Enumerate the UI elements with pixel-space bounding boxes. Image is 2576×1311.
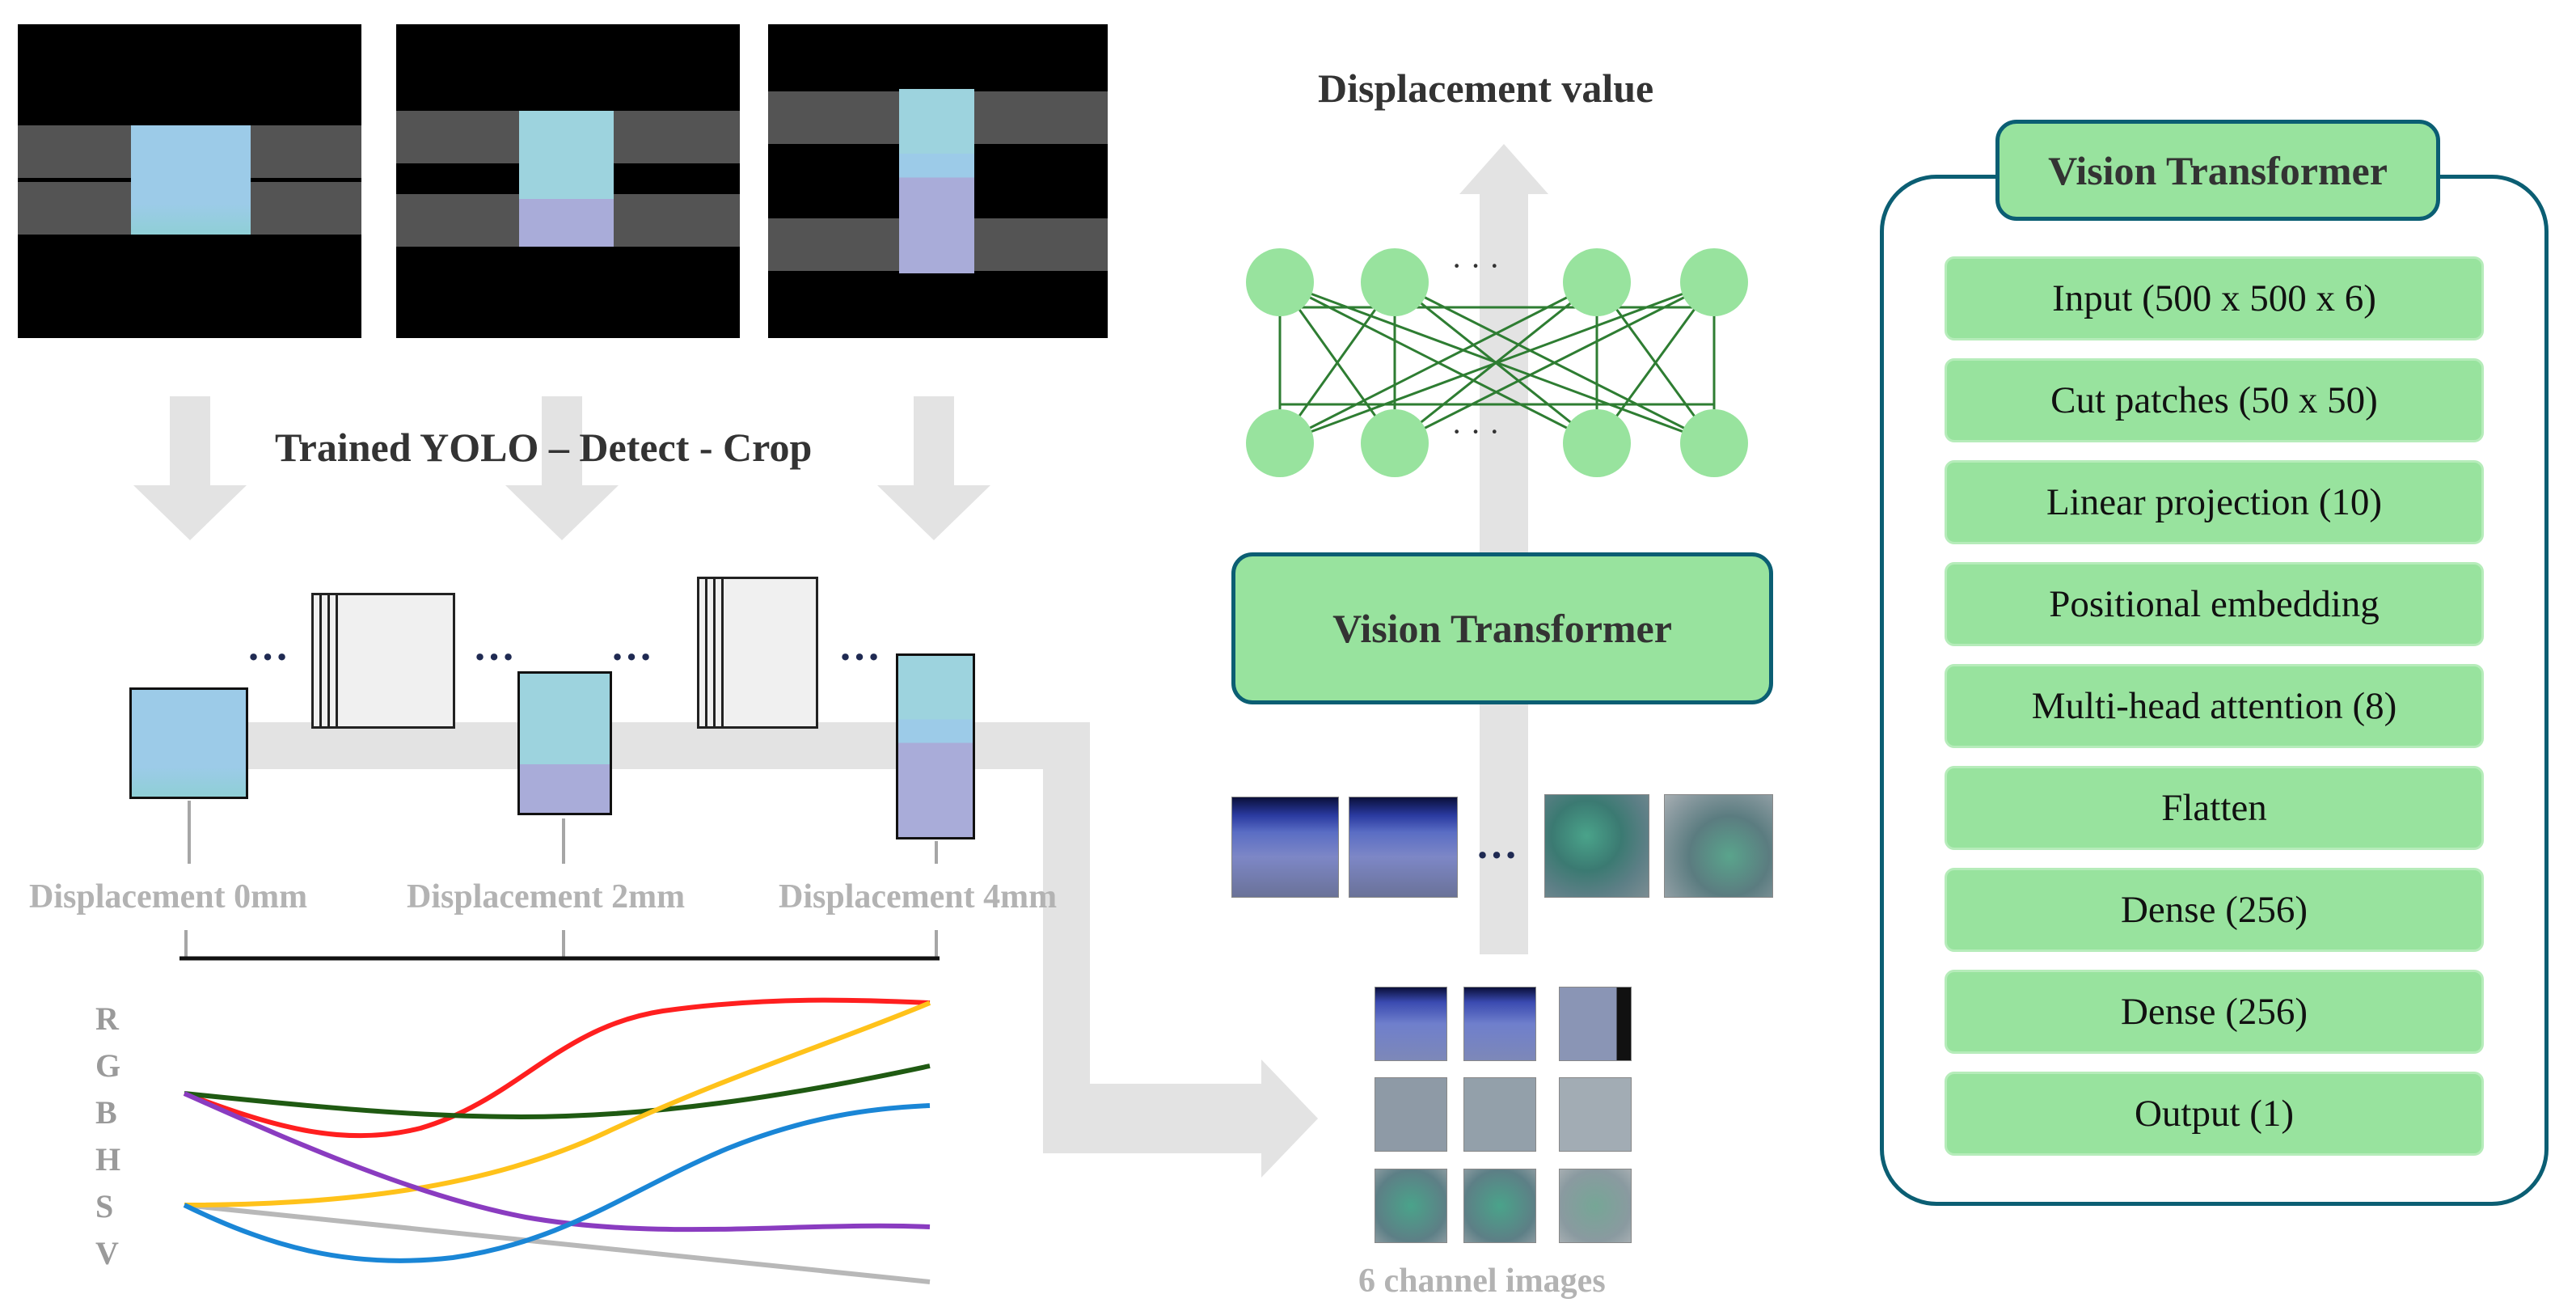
ellipsis-1: …: [247, 624, 292, 670]
layer-multi-head-attention: Multi-head attention (8): [1945, 664, 2484, 748]
channel-s-label: S: [95, 1188, 114, 1224]
ellipsis-images: …: [1476, 822, 1521, 868]
ellipsis-3: …: [610, 624, 656, 670]
camera-frame-4mm: [768, 24, 1108, 338]
curve-r: [183, 997, 931, 1139]
channel-image-b: [1559, 987, 1632, 1061]
layer-positional-embedding: Positional embedding: [1945, 562, 2484, 646]
ellipsis-4: …: [838, 624, 884, 670]
displacement-2mm-label: Displacement 2mm: [407, 878, 686, 916]
channel-image-g: [1463, 987, 1536, 1061]
six-channel-label: 6 channel images: [1358, 1262, 1606, 1300]
curve-h: [183, 1103, 931, 1263]
architecture-title: Vision Transformer: [1995, 120, 2440, 221]
channel-image-r: [1375, 987, 1447, 1061]
layer-flatten: Flatten: [1945, 766, 2484, 850]
frame-stack-1: [311, 593, 455, 729]
layer-input: Input (500 x 500 x 6): [1945, 256, 2484, 340]
ellipsis-2: …: [473, 624, 518, 670]
layer-linear-projection: Linear projection (10): [1945, 460, 2484, 544]
channel-v-label: V: [95, 1235, 119, 1271]
yolo-step-label: Trained YOLO – Detect - Crop: [275, 425, 813, 470]
crop-sample-0mm: [129, 687, 248, 799]
input-image-2: [1349, 797, 1458, 898]
channel-b-label: B: [95, 1094, 117, 1131]
nn-dots-top: · · ·: [1451, 247, 1500, 284]
camera-frame-2mm: [396, 24, 740, 338]
displacement-4mm-label: Displacement 4mm: [779, 878, 1058, 916]
channel-r-label: R: [95, 1000, 119, 1037]
output-title: Displacement value: [1318, 66, 1654, 111]
channel-image-9: [1559, 1169, 1632, 1243]
crop-sample-4mm: [896, 653, 975, 839]
channel-g-label: G: [95, 1047, 121, 1084]
curve-g: [184, 1064, 931, 1119]
layer-output: Output (1): [1945, 1072, 2484, 1156]
layer-dense-1: Dense (256): [1945, 868, 2484, 952]
input-image-1: [1231, 797, 1339, 898]
vision-transformer-block: Vision Transformer: [1231, 552, 1773, 704]
architecture-title-label: Vision Transformer: [2048, 147, 2388, 193]
frame-stack-2: [697, 577, 818, 729]
channel-image-s: [1463, 1077, 1536, 1152]
crop-sample-2mm: [517, 671, 612, 815]
curve-s: [183, 1091, 931, 1233]
layer-dense-2: Dense (256): [1945, 970, 2484, 1054]
vision-transformer-block-label: Vision Transformer: [1332, 606, 1672, 651]
input-image-3: [1544, 794, 1649, 898]
channel-image-7: [1375, 1169, 1447, 1243]
nn-dots-bottom: · · ·: [1451, 413, 1500, 450]
displacement-0mm-label: Displacement 0mm: [29, 878, 308, 916]
channel-h-label: H: [95, 1141, 121, 1178]
channel-image-8: [1463, 1169, 1536, 1243]
camera-frame-0mm: [18, 24, 361, 338]
layer-cut-patches: Cut patches (50 x 50): [1945, 358, 2484, 442]
channel-image-v: [1559, 1077, 1632, 1152]
curve-v: [184, 1203, 931, 1284]
input-image-4: [1664, 794, 1773, 898]
channel-image-h: [1375, 1077, 1447, 1152]
curve-b: [184, 1000, 931, 1207]
